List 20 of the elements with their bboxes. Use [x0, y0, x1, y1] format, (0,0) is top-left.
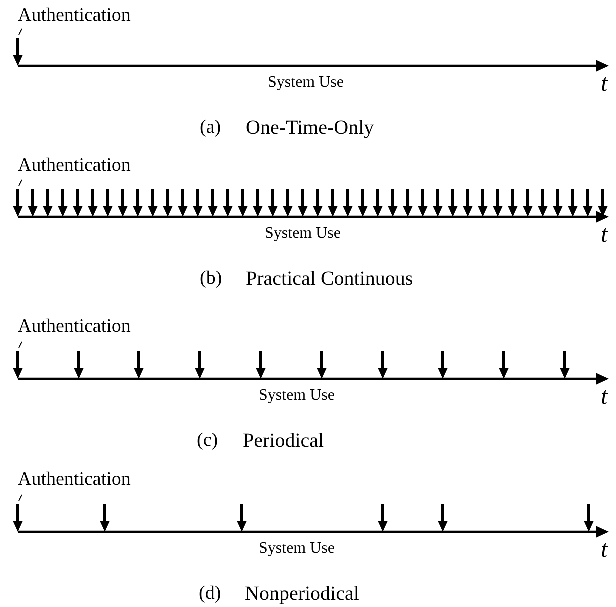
axis-label: Authentication	[18, 317, 131, 336]
subfigure-caption: One-Time-Only	[246, 118, 374, 138]
subfigure-caption: Nonperiodical	[245, 584, 360, 604]
axis-label: Authentication	[18, 156, 131, 175]
axis-label: System Use	[259, 388, 335, 404]
subfigure-caption: Periodical	[243, 431, 324, 451]
subfigure-letter: (d)	[199, 584, 222, 603]
axis-variable: t	[601, 385, 608, 409]
axis-variable: t	[601, 538, 608, 562]
axis-variable: t	[601, 72, 608, 96]
axis-label: System Use	[265, 226, 341, 242]
subfigure-letter: (a)	[200, 118, 222, 137]
subfigure-caption: Practical Continuous	[246, 269, 414, 289]
axis-variable: t	[601, 223, 608, 247]
subfigure-letter: (c)	[197, 431, 218, 450]
axis-label: Authentication	[18, 6, 131, 25]
axis-label: System Use	[259, 541, 335, 557]
subfigure-letter: (b)	[200, 269, 222, 288]
axis-label: System Use	[268, 75, 344, 91]
axis-label: Authentication	[18, 470, 131, 489]
